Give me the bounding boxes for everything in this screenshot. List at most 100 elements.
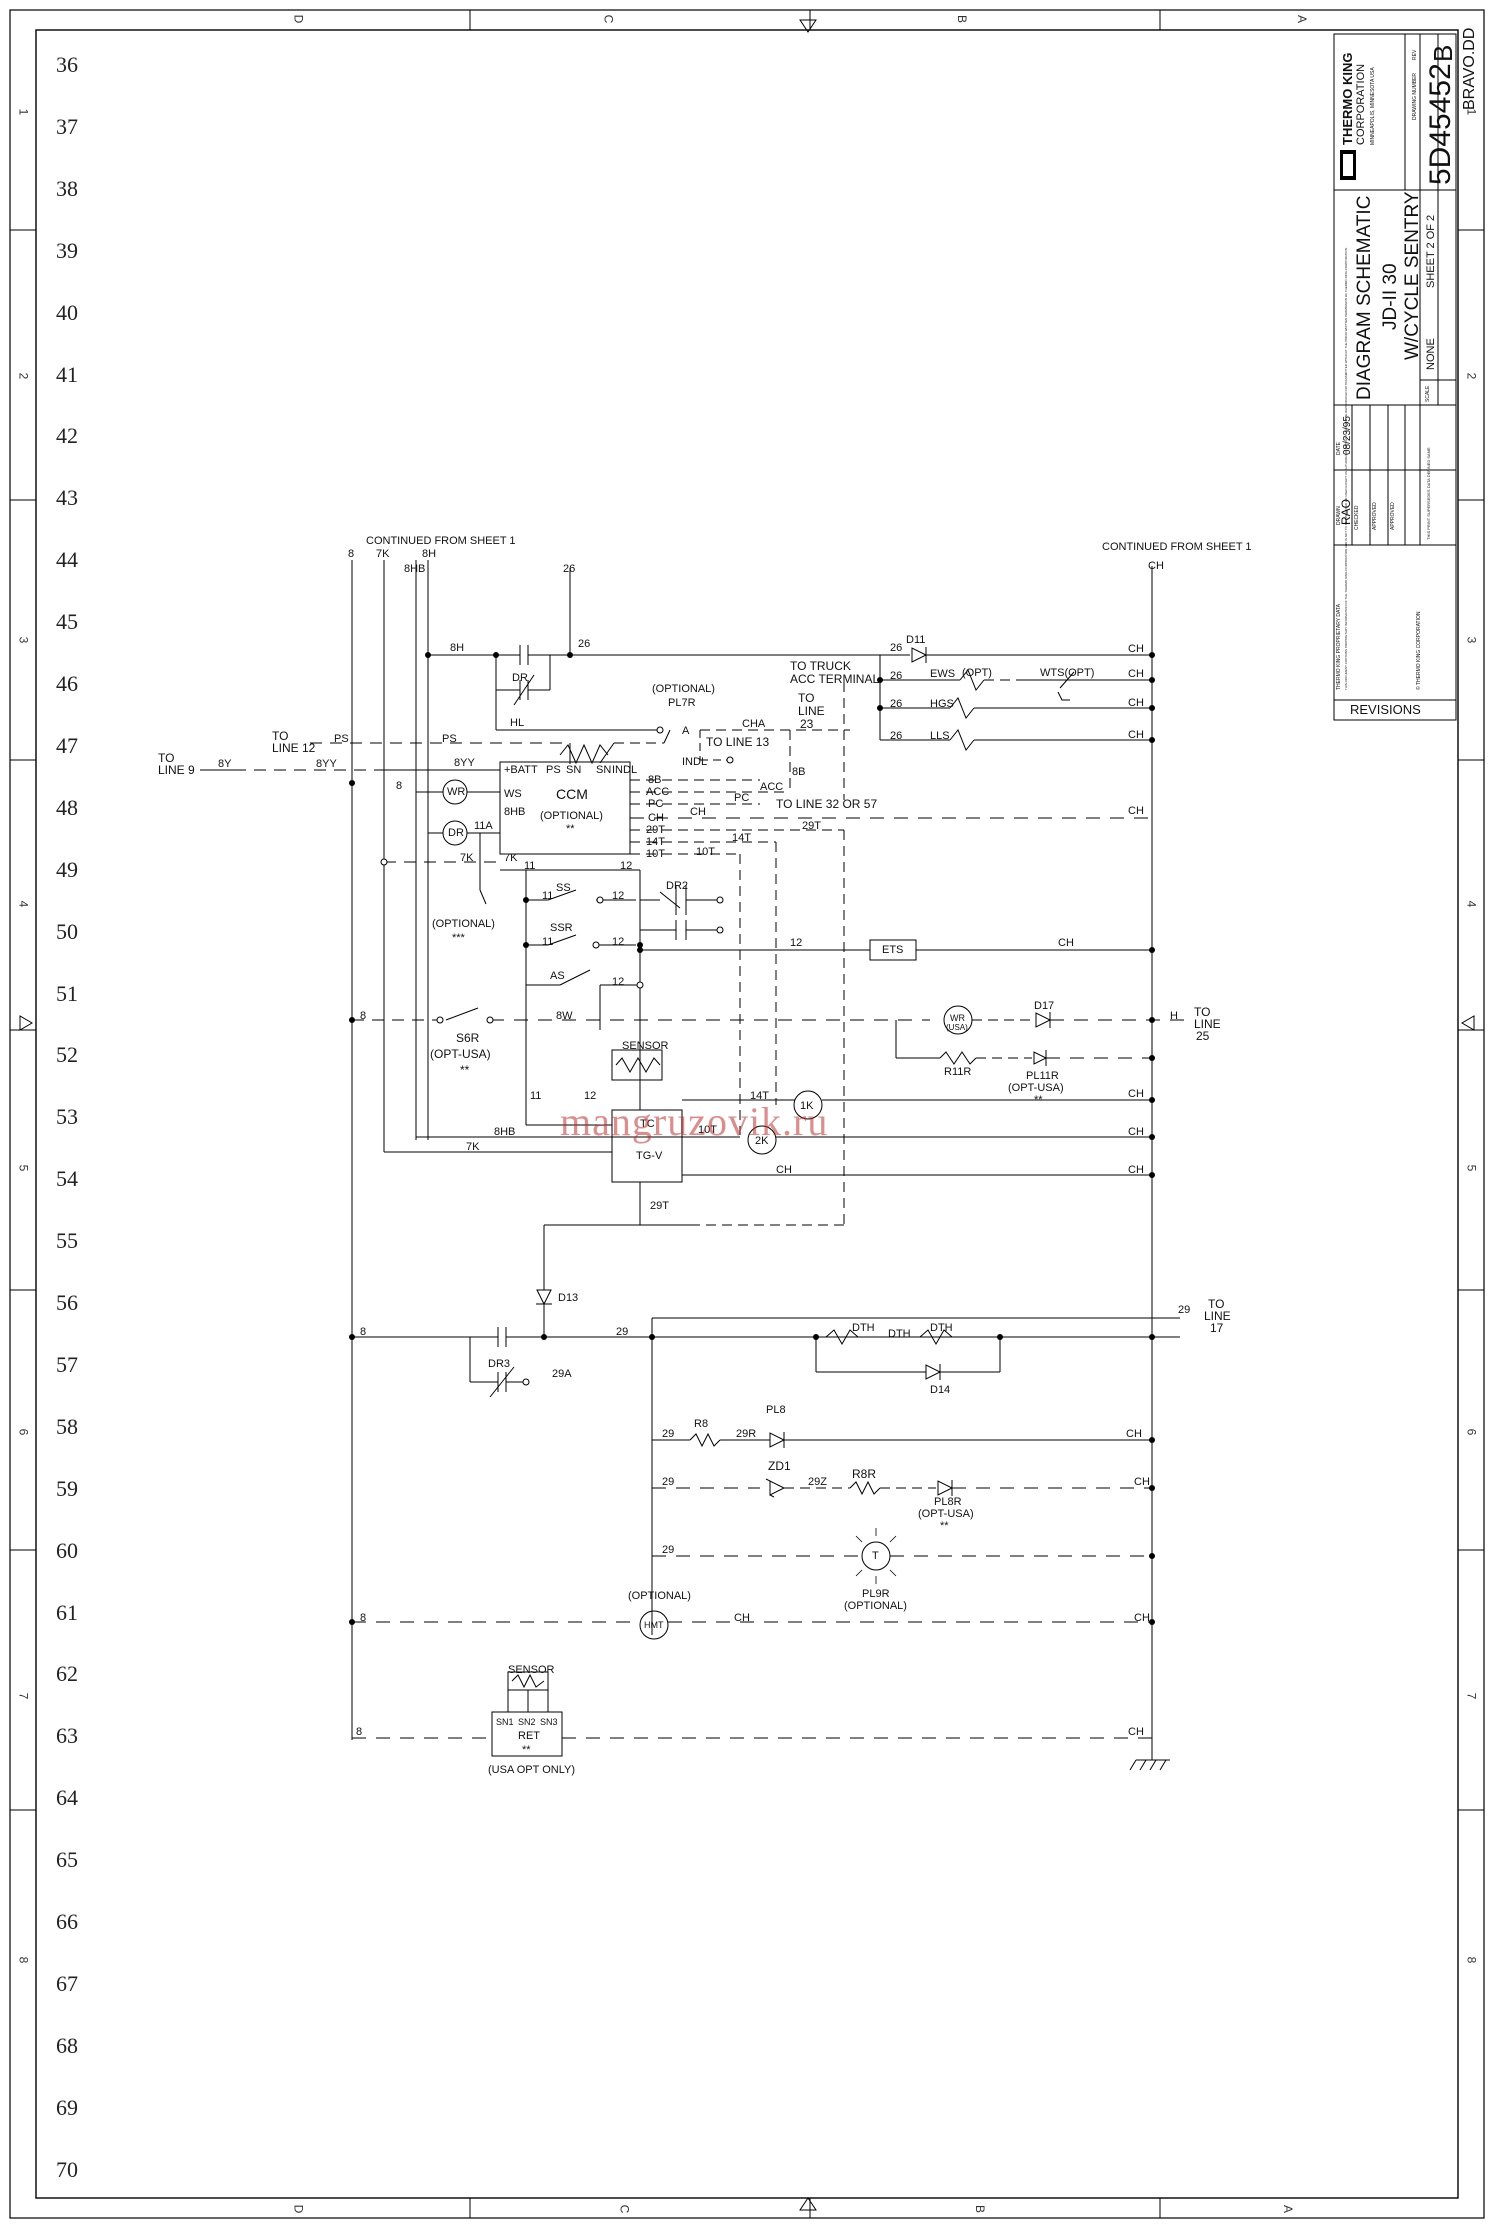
wire-ch-ccm: CH	[690, 806, 706, 818]
zone-left: 2	[16, 372, 31, 380]
wire-8-s6r: 8	[360, 1010, 367, 1022]
wire-12-as: 12	[612, 976, 625, 988]
wire-8yy: 8YY	[316, 758, 337, 770]
date-value: 08/23/95	[1342, 416, 1353, 455]
zone-left: 1	[16, 108, 31, 116]
proprietary-text: THIS DOCUMENT CONTAINS PROPRIETARY INFOR…	[1344, 247, 1348, 690]
wire-26-lls: 26	[890, 730, 903, 742]
rev-label: REV	[1412, 49, 1418, 60]
line-number: 49	[56, 856, 78, 882]
zone-right: 1	[1464, 108, 1479, 116]
tg-label: TG-V	[636, 1150, 663, 1162]
wire-10t-tc: 10T	[698, 1124, 717, 1136]
zone-right: 2	[1464, 372, 1479, 380]
watermark: mangruzovik.ru	[560, 1099, 829, 1144]
drawn-by: RAO	[1339, 499, 1353, 525]
corporation-label: CORPORATION	[1355, 64, 1367, 145]
t-lamp-label: T	[872, 1550, 879, 1562]
dr3-label: DR3	[488, 1358, 511, 1370]
ews-opt-label: (OPT)	[962, 667, 992, 679]
r11r-label: R11R	[944, 1066, 972, 1078]
wire-ch-tg-right: CH	[1128, 1164, 1144, 1176]
zone-right: 3	[1464, 636, 1479, 644]
zone-left: 8	[16, 1956, 31, 1964]
wire-acc: ACC	[760, 781, 784, 793]
line-number: 68	[56, 2032, 78, 2058]
to-line23-a: TO	[798, 691, 815, 705]
ccm-14t-pin: 14T	[646, 836, 665, 848]
ss-label: SS	[556, 882, 571, 894]
wire-ch-ews: CH	[1128, 668, 1144, 680]
pl9r-opt-label: (OPTIONAL)	[844, 1600, 907, 1612]
ccm-pc-pin: PC	[648, 798, 664, 810]
ccm-acc-pin: ACC	[646, 786, 670, 798]
wire-ch-hmt-right: CH	[1134, 1612, 1150, 1624]
wire-29t: 29T	[802, 820, 821, 832]
pl8-label: PL8	[766, 1404, 786, 1416]
zone-right: 5	[1464, 1164, 1479, 1172]
wts-label: WTS(OPT)	[1040, 667, 1095, 679]
zone-right: 7	[1464, 1692, 1479, 1700]
line-number: 67	[56, 1970, 78, 1996]
wire-8yy-ccm: 8YY	[454, 757, 475, 769]
wire-29r: 29R	[736, 1428, 757, 1440]
ccm-optional: (OPTIONAL)	[540, 810, 603, 822]
wire-8h-top: 8H	[422, 548, 437, 560]
hl-label: HL	[510, 717, 525, 729]
r8-label: R8	[694, 1418, 709, 1430]
ssr-label: SSR	[550, 922, 573, 934]
pl11r-label: PL11R	[1026, 1070, 1059, 1082]
to-line17-a: TO	[1208, 1297, 1225, 1311]
line-number: 45	[56, 609, 78, 635]
continued-left-label: CONTINUED FROM SHEET 1	[366, 535, 516, 547]
drawn-label: DRAWN	[1336, 506, 1342, 525]
zone-bottom-c: C	[617, 2204, 632, 2214]
sn2-label: SN2	[518, 1717, 536, 1727]
proprietary-title: THERMO KING PROPRIETARY DATA	[1336, 603, 1342, 690]
pl11r-opt-label: (OPT-USA)	[1008, 1082, 1064, 1094]
zone-top-d: D	[291, 14, 306, 24]
sn3-label: SN3	[540, 1717, 558, 1727]
wire-7k-d: 7K	[466, 1141, 480, 1153]
wire-ch-hgs: CH	[1128, 697, 1144, 709]
wire-29: 29	[616, 1326, 629, 1338]
wire-29a: 29A	[552, 1368, 572, 1380]
wire-ch-ets: CH	[1058, 937, 1074, 949]
line-number: 64	[56, 1785, 78, 1811]
line-number: 46	[56, 671, 78, 696]
wire-8h-left: 8H	[450, 642, 465, 654]
ccm-label: CCM	[556, 786, 588, 802]
line-number: 38	[56, 175, 78, 201]
revisions-label: REVISIONS	[1350, 702, 1421, 717]
stars3-label: ***	[452, 932, 465, 944]
zone-right: 4	[1464, 900, 1479, 908]
pl7r-optional: (OPTIONAL)	[652, 683, 715, 695]
line-number: 50	[56, 918, 78, 944]
d13-label: D13	[558, 1292, 579, 1304]
sn1-label: SN1	[496, 1717, 514, 1727]
wire-ch-ret: CH	[1128, 1726, 1144, 1738]
approved2-label: APPROVED	[1390, 502, 1396, 530]
ccm-stars: **	[566, 823, 575, 835]
lls-label: LLS	[930, 730, 950, 742]
line-number: 57	[56, 1351, 78, 1377]
wire-29-pl9r: 29	[662, 1544, 675, 1556]
line-number: 58	[56, 1413, 78, 1439]
approved-label: APPROVED	[1372, 502, 1378, 530]
wr-coil-label: WR	[447, 786, 466, 798]
print-note: THIS PRINT SUPERSEDES DATA DEFINED SAME	[1426, 447, 1431, 540]
wire-26-left: 26	[578, 638, 591, 650]
wr-usa-label: WR	[950, 1013, 965, 1023]
ccm-ps-pin: PS	[546, 764, 561, 776]
to-line17-c: 17	[1210, 1321, 1224, 1335]
wire-ch-pl8: CH	[1126, 1428, 1142, 1440]
ccm-8hb-pin: 8HB	[504, 806, 526, 818]
hmt-label: HMT	[644, 1620, 664, 1630]
ret-stars: **	[522, 1744, 531, 1756]
pl9r-label: PL9R	[862, 1588, 890, 1600]
wr-usa2-label: (USA)	[946, 1023, 968, 1032]
wire-14t: 14T	[732, 832, 751, 844]
wire-12-ss: 12	[612, 890, 625, 902]
wire-ch-2k: CH	[1128, 1126, 1144, 1138]
